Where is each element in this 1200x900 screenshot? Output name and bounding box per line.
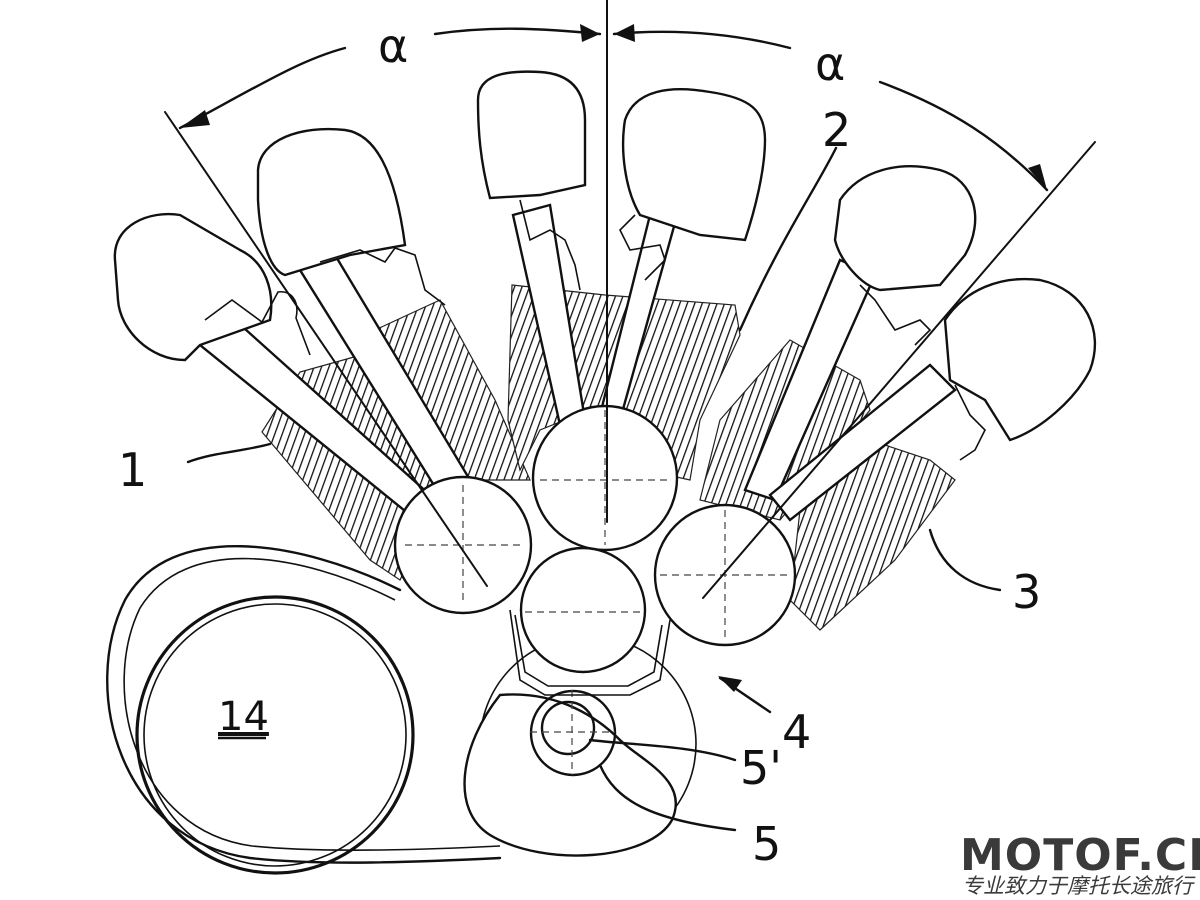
gear-train-4 [393, 404, 797, 696]
watermark: MOTOF.CN 专业致力于摩托长途旅行 [960, 830, 1200, 898]
label-4: 4 [782, 705, 811, 759]
pistons-and-rods [113, 70, 1097, 522]
belt-drive [106, 544, 502, 875]
angle-label-right: α [815, 37, 845, 91]
label-5: 5 [752, 817, 781, 871]
pulley-14 [135, 595, 415, 875]
angle-construction [164, 0, 1096, 599]
label-2: 2 [822, 103, 851, 157]
label-5-prime: 5' [740, 741, 782, 795]
angle-label-left: α [378, 19, 408, 73]
watermark-brand: MOTOF.CN [960, 830, 1200, 881]
watermark-tagline: 专业致力于摩托长途旅行 [962, 874, 1196, 898]
leader-lines [186, 146, 1002, 832]
crankshaft-5-prime [540, 700, 596, 756]
label-1: 1 [118, 443, 147, 497]
crankshaft-5 [529, 689, 617, 777]
label-14: 14 [218, 694, 269, 740]
label-3: 3 [1012, 565, 1041, 619]
labels: α α 1 2 3 4 5' 5 14 [118, 19, 1041, 871]
